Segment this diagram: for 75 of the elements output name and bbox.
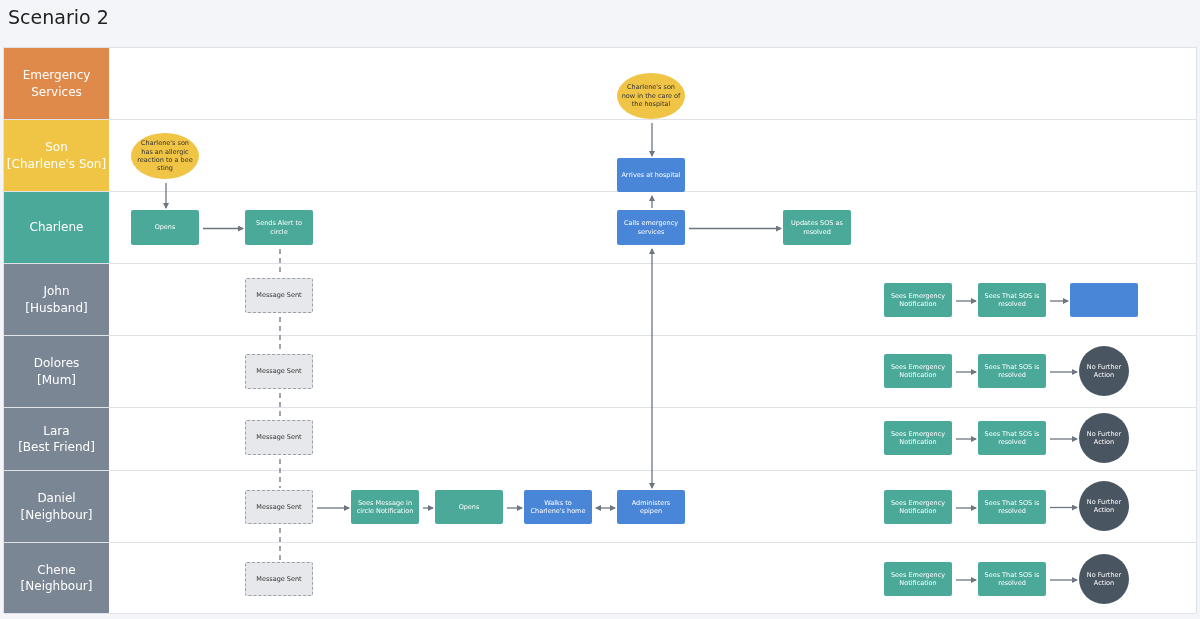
arrow: [1049, 504, 1078, 511]
process-box: [978, 421, 1046, 455]
arrow: [688, 225, 782, 232]
lane-role: [Neighbour]: [20, 506, 93, 523]
end-circle: [1079, 554, 1129, 604]
lane-title: Emergency Services: [21, 67, 92, 100]
lane-title: Chene: [37, 561, 76, 578]
process-box: [884, 421, 952, 455]
arrow: [955, 436, 977, 442]
message-box: [245, 354, 313, 389]
arrow: [1049, 436, 1078, 442]
lane-title: Daniel: [37, 490, 76, 507]
dashed-connector: [279, 392, 281, 419]
process-box: [978, 283, 1046, 317]
process-box: [435, 490, 503, 524]
lane-role: [Charlene's Son]: [6, 155, 107, 172]
empty-box: [1070, 283, 1138, 317]
lane-role: [Neighbour]: [20, 578, 93, 595]
swimlane: [4, 543, 1196, 614]
process-box: [978, 490, 1046, 524]
process-box: [884, 562, 952, 596]
lane-role: [Husband]: [25, 299, 88, 316]
process-box: [351, 490, 419, 524]
arrow: [595, 505, 616, 511]
process-box: [617, 490, 685, 524]
process-box: [245, 210, 313, 245]
swimlane: [4, 120, 1196, 192]
process-box: [131, 210, 199, 245]
message-box: [245, 562, 313, 596]
process-box: [978, 562, 1046, 596]
message-box: [245, 278, 313, 313]
process-box: [978, 354, 1046, 388]
swimlane: [4, 336, 1196, 408]
message-box: [245, 420, 313, 455]
arrow: [316, 505, 350, 511]
end-circle: [1079, 346, 1129, 396]
arrow: [955, 369, 977, 375]
swimlane: [4, 264, 1196, 336]
lane-title: Son: [45, 139, 68, 156]
arrow: [1049, 577, 1078, 583]
diagram-title: Scenario 2: [8, 6, 109, 28]
arrow: [202, 225, 244, 232]
swimlane: [4, 471, 1196, 543]
process-box: [617, 210, 685, 245]
end-circle: [1079, 481, 1129, 531]
process-box: [524, 490, 592, 524]
arrow: [163, 182, 169, 209]
lane-title: John: [43, 283, 70, 300]
process-box: [884, 283, 952, 317]
arrow: [1049, 369, 1078, 375]
arrow: [955, 505, 977, 511]
arrow: [955, 577, 977, 583]
process-box: [783, 210, 851, 245]
process-box: [617, 158, 685, 192]
arrow: [649, 248, 655, 489]
arrow: [1049, 298, 1069, 304]
arrow: [422, 505, 434, 511]
process-box: [884, 354, 952, 388]
arrow: [649, 122, 655, 157]
dashed-connector: [279, 458, 281, 489]
lane-role: [Best Friend]: [18, 439, 95, 456]
arrow: [506, 505, 523, 511]
lane-title: Charlene: [29, 219, 84, 236]
lane-title: Lara: [43, 422, 70, 439]
lane-role: [Mum]: [37, 371, 76, 388]
process-box: [884, 490, 952, 524]
swimlane: [4, 48, 1196, 120]
swimlane: [4, 408, 1196, 471]
end-circle: [1079, 413, 1129, 463]
message-box: [245, 490, 313, 524]
arrow: [955, 298, 977, 304]
lane-title: Dolores: [33, 355, 80, 372]
swimlane: [4, 192, 1196, 264]
dashed-connector: [279, 527, 281, 561]
arrow: [649, 195, 655, 209]
